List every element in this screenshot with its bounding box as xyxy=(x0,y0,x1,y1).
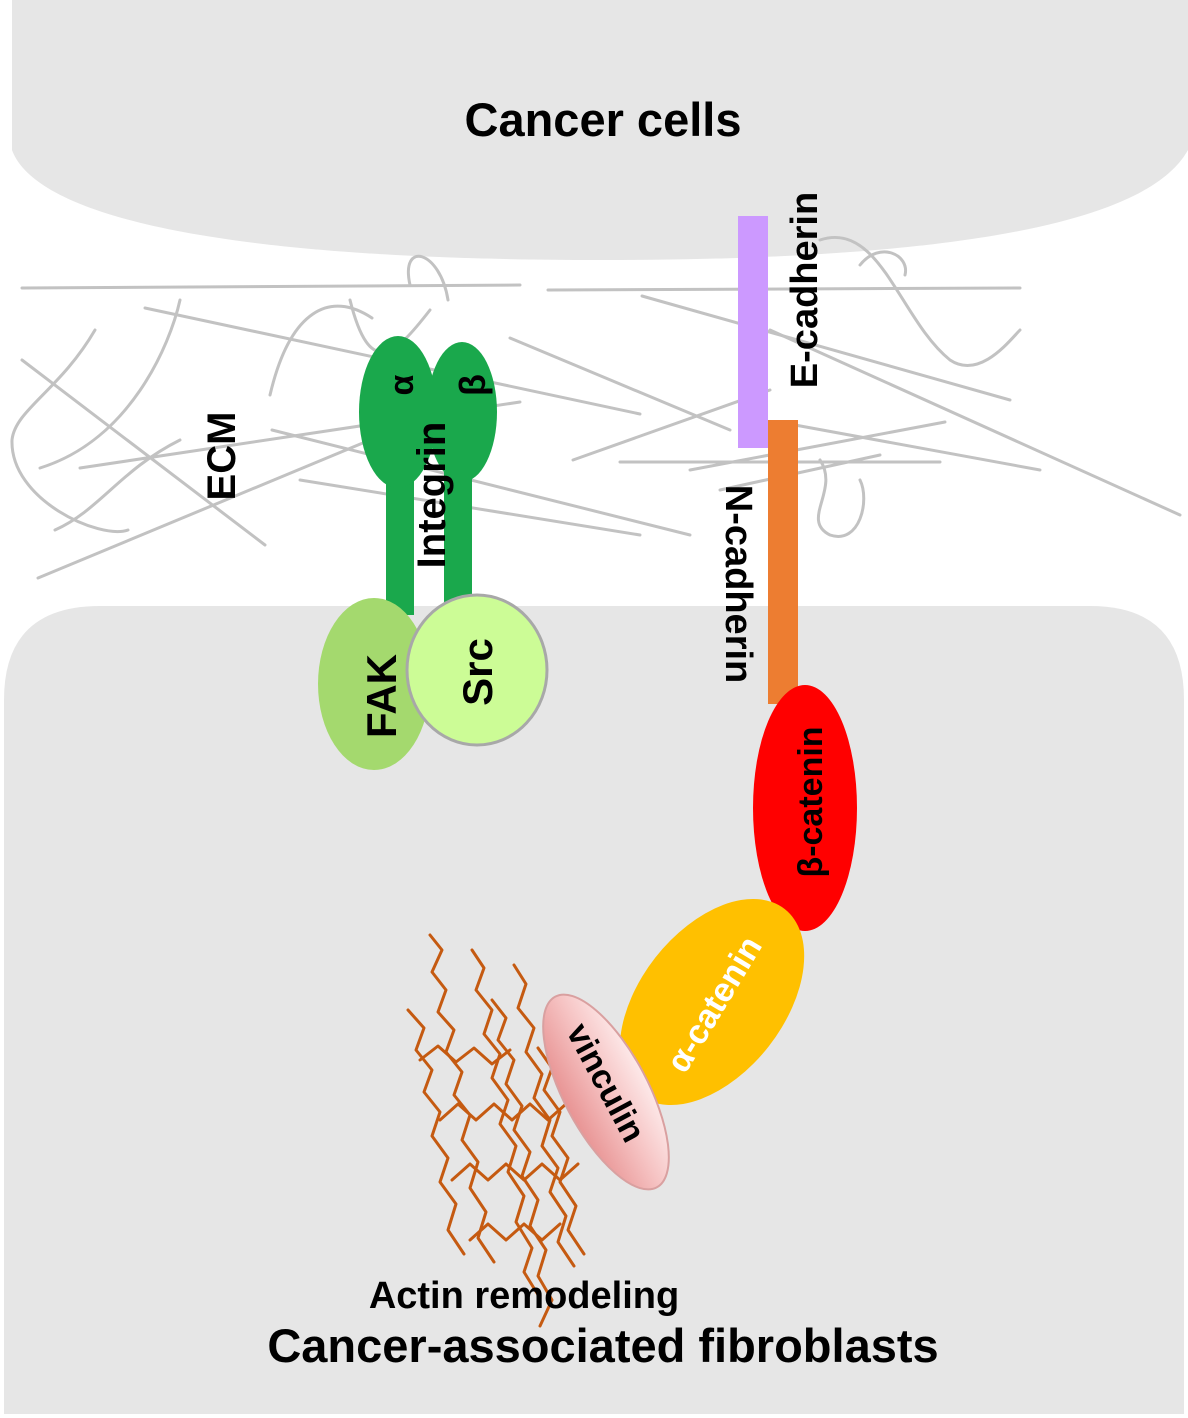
ecm-fiber xyxy=(38,298,182,470)
ecm-fiber xyxy=(793,423,1042,472)
actin-filament xyxy=(536,1046,586,1256)
ecm-fiber xyxy=(718,453,882,492)
ecm-fiber xyxy=(10,328,130,533)
n-cadherin-label: N-cadherin xyxy=(717,485,759,683)
ecm-fiber xyxy=(546,286,1022,292)
src-label: Src xyxy=(454,638,501,706)
ecm-fiber xyxy=(406,254,450,302)
ecm-fiber xyxy=(20,358,267,547)
cancer-cell-region xyxy=(12,0,1188,260)
ecm-fiber xyxy=(768,328,1182,517)
actin-filament xyxy=(428,933,496,1264)
fibroblasts-label: Cancer-associated fibroblasts xyxy=(267,1319,938,1372)
actin-filament xyxy=(468,1222,562,1242)
ecm-label: ECM xyxy=(200,412,244,501)
beta-catenin-node xyxy=(753,685,857,931)
src-node xyxy=(405,593,549,747)
ecm-fiber xyxy=(53,438,182,532)
ecm-fiber xyxy=(36,438,372,580)
ecm-fiber xyxy=(688,420,947,472)
actin-filament xyxy=(450,1162,580,1182)
ecm-fiber xyxy=(816,458,866,538)
ecm-fiber xyxy=(858,250,907,277)
integrin-beta-label: β xyxy=(452,374,493,396)
fak-node xyxy=(318,598,430,770)
actin-filaments xyxy=(406,933,586,1328)
ecm-fiber xyxy=(508,336,732,432)
beta-catenin-label: β-catenin xyxy=(792,726,830,877)
fak-label: FAK xyxy=(358,654,405,738)
ecm-fiber xyxy=(270,428,692,537)
cancer-cells-label: Cancer cells xyxy=(465,93,742,146)
actin-filament xyxy=(490,998,554,1328)
ecm-fiber xyxy=(640,294,1012,402)
integrin-alpha-head xyxy=(359,336,437,488)
actin-filament xyxy=(438,1102,586,1122)
integrin-alpha-label: α xyxy=(383,374,421,395)
actin-filament xyxy=(512,963,576,1268)
e-cadherin-label: E-cadherin xyxy=(784,192,826,388)
actin-filament xyxy=(406,1008,466,1256)
integrin-beta-head xyxy=(427,342,497,482)
actin-remodeling-label: Actin remodeling xyxy=(369,1275,679,1317)
alpha-catenin-node xyxy=(619,898,805,1106)
integrin-label: Integrin xyxy=(410,422,454,569)
ecm-fiber xyxy=(20,283,522,290)
actin-filament xyxy=(418,1044,512,1066)
e-cadherin-bar xyxy=(738,216,768,448)
n-cadherin-bar xyxy=(768,420,798,704)
vinculin-node xyxy=(542,993,670,1191)
ecm-fiber xyxy=(571,388,772,462)
ecm-fiber xyxy=(268,304,374,397)
ecm-fiber xyxy=(818,236,1022,367)
integrin xyxy=(359,336,497,615)
ecm-fibers xyxy=(10,236,1182,580)
